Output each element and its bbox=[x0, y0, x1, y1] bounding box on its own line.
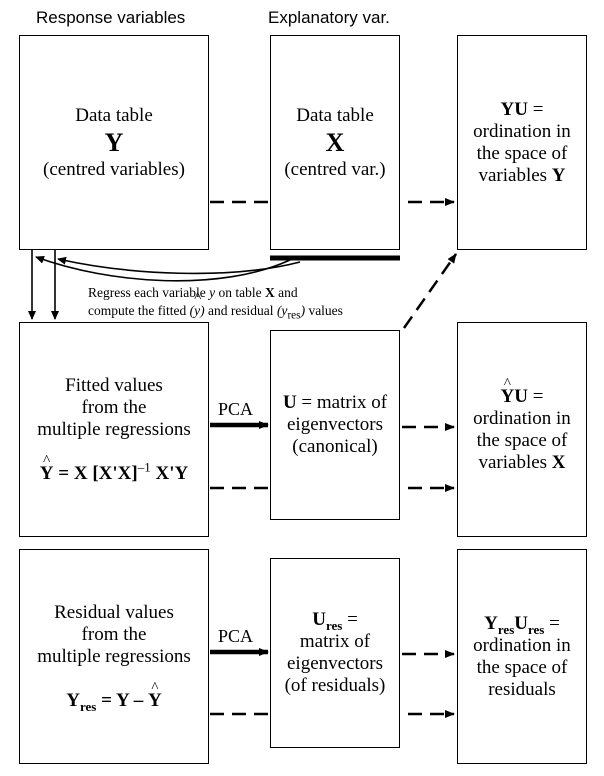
yu-line2: ordination in bbox=[473, 120, 571, 142]
yresures-u: U bbox=[514, 612, 528, 634]
fitted-equation: Y = X [X'X]–1 X'Y bbox=[40, 460, 189, 485]
yhatu-line3: the space of bbox=[476, 429, 568, 451]
yresures-line2: ordination in bbox=[473, 634, 571, 656]
ures-line2: matrix of bbox=[299, 631, 371, 652]
regress-fitted: (y) bbox=[190, 302, 205, 320]
fitted-eq-rest1: = X [X'X] bbox=[53, 462, 138, 484]
ordination-yu-box: YU = ordination in the space of variable… bbox=[457, 35, 587, 250]
dashed-arrow-u-to-yu bbox=[402, 253, 458, 329]
regress-x: X bbox=[264, 285, 275, 300]
yu-line3: the space of bbox=[476, 142, 568, 164]
yresures-y: Y bbox=[484, 612, 498, 634]
fitted-line3: multiple regressions bbox=[37, 418, 191, 440]
resid-eq-mid: = Y – bbox=[96, 689, 148, 711]
fitted-eq-sup: –1 bbox=[137, 459, 151, 475]
u-symbol: U bbox=[282, 392, 297, 413]
yhatu-line4b: X bbox=[551, 451, 566, 473]
fitted-values-box: Fitted values from the multiple regressi… bbox=[19, 322, 209, 537]
box-x-symbol: X bbox=[325, 127, 345, 157]
ures-symbol: U bbox=[312, 609, 326, 630]
yu-line4b: Y bbox=[551, 164, 566, 186]
yresures-eq: = bbox=[544, 612, 560, 634]
curved-arrow-1 bbox=[35, 255, 291, 282]
regress-line2a: compute the fitted bbox=[88, 303, 187, 318]
ordination-yhatu-box: YU = ordination in the space of variable… bbox=[457, 322, 587, 537]
fitted-eq-rest2: X'Y bbox=[150, 462, 189, 484]
box-x-line1: Data table bbox=[296, 104, 374, 126]
ures-line4: (of residuals) bbox=[284, 675, 386, 696]
yu-symbol: YU bbox=[500, 98, 528, 120]
ures-sub: res bbox=[325, 617, 343, 633]
yhatu-eq: = bbox=[532, 385, 544, 407]
regress-line2c: values bbox=[308, 303, 343, 318]
regress-line1c: and bbox=[278, 285, 298, 300]
u-line2: eigenvectors bbox=[286, 414, 383, 435]
regress-resid-open: (y bbox=[276, 303, 288, 318]
pca-label-fitted: PCA bbox=[218, 399, 254, 419]
yhatu-line2: ordination in bbox=[473, 407, 571, 429]
eigenvectors-u-box: U = matrix of eigenvectors (canonical) bbox=[270, 330, 400, 520]
resid-line2: from the bbox=[81, 623, 147, 645]
yresures-line4: residuals bbox=[488, 678, 556, 700]
u-line1b: = matrix of bbox=[296, 392, 388, 413]
regress-line2b: and residual bbox=[207, 303, 274, 318]
yu-line4a: variables bbox=[478, 164, 548, 186]
box-y-symbol: Y bbox=[104, 127, 124, 157]
fitted-line2: from the bbox=[81, 396, 147, 418]
box-x-line3: (centred var.) bbox=[284, 158, 386, 180]
yhatu-symbol-u: U bbox=[514, 385, 528, 407]
fitted-eq-yhat: Y bbox=[40, 463, 54, 485]
residual-values-box: Residual values from the multiple regres… bbox=[19, 549, 209, 764]
explanatory-variables-header: Explanatory var. bbox=[268, 8, 390, 27]
regress-line1b: on table bbox=[218, 285, 262, 300]
regress-note: Regress each variable y on table X and c… bbox=[88, 284, 343, 322]
box-y-line3: (centred variables) bbox=[43, 158, 185, 180]
resid-eq-yhat: Y bbox=[148, 690, 162, 712]
yresures-y-sub: res bbox=[497, 621, 515, 637]
regress-y: y bbox=[209, 285, 216, 300]
yhatu-symbol-y: Y bbox=[501, 386, 515, 408]
box-y-line1: Data table bbox=[75, 104, 153, 126]
data-table-x-box: Data table X (centred var.) bbox=[270, 35, 400, 250]
ures-eq: = bbox=[342, 609, 358, 630]
ordination-yresures-box: YresUres = ordination in the space of re… bbox=[457, 549, 587, 764]
curved-arrow-2 bbox=[57, 256, 301, 275]
resid-eq-y: Y bbox=[66, 689, 80, 711]
eigenvectors-ures-box: Ures = matrix of eigenvectors (of residu… bbox=[270, 558, 400, 748]
pca-label-residual: PCA bbox=[218, 626, 254, 646]
yresures-u-sub: res bbox=[528, 621, 545, 637]
fitted-line1: Fitted values bbox=[65, 374, 163, 396]
data-table-y-box: Data table Y (centred variables) bbox=[19, 35, 209, 250]
regress-line1a: Regress each variable bbox=[88, 285, 206, 300]
resid-eq-sub: res bbox=[79, 698, 97, 714]
resid-equation: Yres = Y – Y bbox=[66, 689, 162, 714]
yhatu-line4a: variables bbox=[478, 451, 548, 473]
resid-line3: multiple regressions bbox=[37, 645, 191, 667]
yu-eq: = bbox=[532, 98, 544, 120]
u-line3: (canonical) bbox=[292, 436, 378, 457]
ures-line3: eigenvectors bbox=[286, 653, 383, 674]
regress-resid-close: ) bbox=[300, 303, 306, 318]
yresures-line3: the space of bbox=[476, 656, 568, 678]
response-variables-header: Response variables bbox=[36, 8, 186, 27]
regress-resid-sub: res bbox=[287, 309, 301, 322]
resid-line1: Residual values bbox=[54, 601, 174, 623]
